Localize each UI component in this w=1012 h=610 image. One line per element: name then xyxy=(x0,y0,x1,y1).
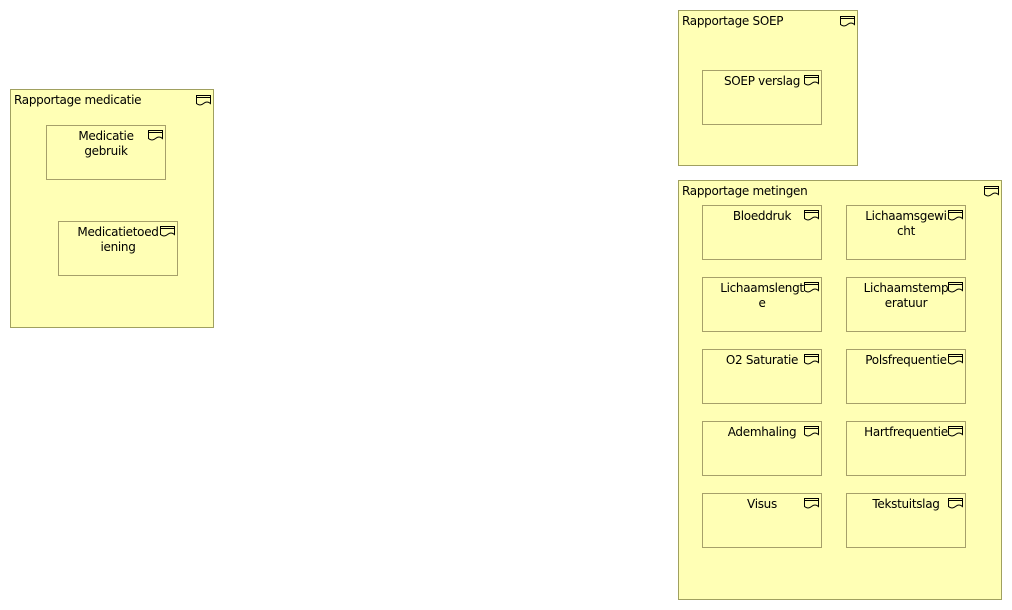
representation-icon xyxy=(804,498,819,509)
group-title: Rapportage medicatie xyxy=(14,93,142,107)
representation-icon xyxy=(984,186,999,197)
object-medicatie-gebruik[interactable]: Medicatie gebruik xyxy=(46,125,166,180)
representation-icon xyxy=(948,426,963,437)
representation-icon xyxy=(804,210,819,221)
object-o2-saturatie[interactable]: O2 Saturatie xyxy=(702,349,822,404)
group-title: Rapportage metingen xyxy=(682,184,808,198)
group-rapportage-medicatie[interactable]: Rapportage medicatie Medicatie gebruik M… xyxy=(10,89,214,328)
object-soep-verslag[interactable]: SOEP verslag xyxy=(702,70,822,125)
group-title: Rapportage SOEP xyxy=(682,14,784,28)
object-label: Lichaamsgewi cht xyxy=(865,209,947,238)
representation-icon xyxy=(148,130,163,141)
object-polsfrequentie[interactable]: Polsfrequentie xyxy=(846,349,966,404)
object-label: Ademhaling xyxy=(727,425,797,439)
object-lichaamsgewicht[interactable]: Lichaamsgewi cht xyxy=(846,205,966,260)
object-visus[interactable]: Visus xyxy=(702,493,822,548)
object-medicatietoediening[interactable]: Medicatietoed iening xyxy=(58,221,178,276)
object-lichaamslengte[interactable]: Lichaamslengt e xyxy=(702,277,822,332)
representation-icon xyxy=(804,354,819,365)
object-label: Lichaamstemp eratuur xyxy=(863,281,949,310)
representation-icon xyxy=(948,354,963,365)
object-ademhaling[interactable]: Ademhaling xyxy=(702,421,822,476)
representation-icon xyxy=(948,210,963,221)
object-lichaamstemperatuur[interactable]: Lichaamstemp eratuur xyxy=(846,277,966,332)
object-label: SOEP verslag xyxy=(723,74,801,88)
object-hartfrequentie[interactable]: Hartfrequentie xyxy=(846,421,966,476)
representation-icon xyxy=(160,226,175,237)
object-tekstuitslag[interactable]: Tekstuitslag xyxy=(846,493,966,548)
object-label: Bloeddruk xyxy=(732,209,792,223)
representation-icon xyxy=(840,16,855,27)
object-bloeddruk[interactable]: Bloeddruk xyxy=(702,205,822,260)
representation-icon xyxy=(804,75,819,86)
group-rapportage-soep[interactable]: Rapportage SOEP SOEP verslag xyxy=(678,10,858,166)
representation-icon xyxy=(948,498,963,509)
group-rapportage-metingen[interactable]: Rapportage metingen Bloeddruk Lichaamsge… xyxy=(678,180,1002,600)
representation-icon xyxy=(804,282,819,293)
representation-icon xyxy=(948,282,963,293)
representation-icon xyxy=(804,426,819,437)
object-label: O2 Saturatie xyxy=(725,353,799,367)
object-label: Medicatietoed iening xyxy=(77,225,159,254)
object-label: Medicatie gebruik xyxy=(78,129,134,158)
object-label: Visus xyxy=(747,497,777,511)
object-label: Hartfrequentie xyxy=(864,425,948,439)
object-label: Lichaamslengt e xyxy=(720,281,804,310)
object-label: Tekstuitslag xyxy=(872,497,940,511)
object-label: Polsfrequentie xyxy=(865,353,947,367)
representation-icon xyxy=(196,95,211,106)
